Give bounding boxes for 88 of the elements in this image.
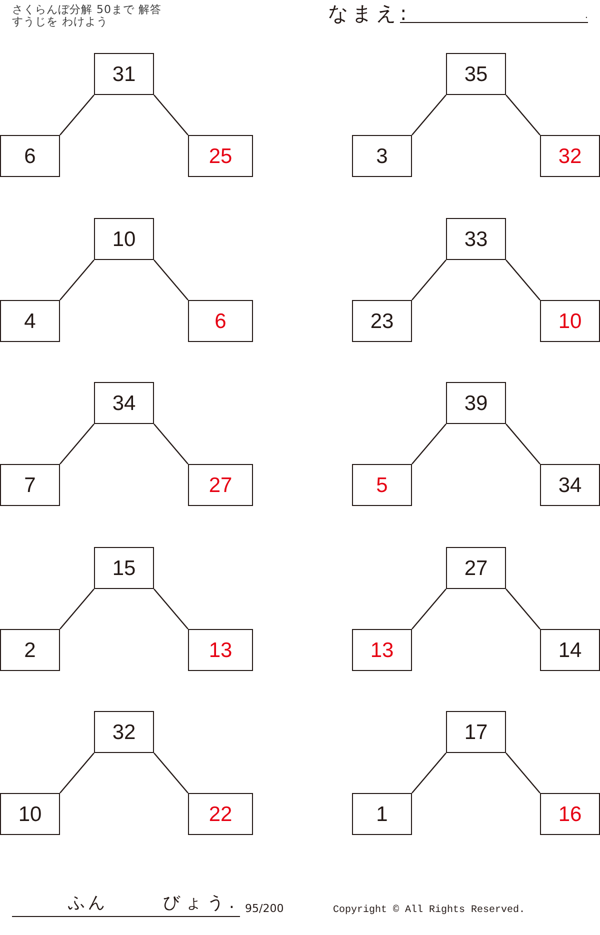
- page-number: 95/200: [245, 903, 284, 916]
- number-box: [188, 629, 253, 671]
- minutes-label: ふん: [68, 894, 108, 914]
- number-text: 25: [208, 146, 232, 166]
- connector-line: [412, 752, 446, 794]
- number-text: 10: [558, 310, 582, 332]
- worksheet-title: さくらんぼ分解 50まで 解答: [12, 3, 162, 16]
- number-text: 31: [112, 64, 136, 84]
- name-label: なまえ:: [328, 2, 411, 25]
- number-box: [540, 464, 600, 506]
- number-text: 2: [24, 640, 36, 660]
- connector-line: [506, 260, 540, 300]
- number-text: 27: [208, 474, 232, 496]
- number-box: [352, 464, 412, 506]
- connector-line: [412, 260, 446, 300]
- number-text: 34: [112, 392, 136, 414]
- subtitle-text: すうじを わけよう: [12, 16, 108, 29]
- number-box: [352, 135, 412, 177]
- number-box: [94, 382, 154, 424]
- number-box: [0, 464, 60, 506]
- number-text: 16: [558, 804, 582, 824]
- number-text: 14: [558, 640, 582, 660]
- number-text: 10: [18, 804, 42, 824]
- number-box: [446, 53, 506, 95]
- connector-line: [412, 588, 446, 630]
- number-text: 13: [208, 640, 232, 660]
- seconds-label: びょう.: [163, 894, 240, 914]
- number-text: 13: [370, 640, 394, 660]
- number-box: [352, 793, 412, 835]
- number-box: [0, 793, 60, 835]
- number-text: 15: [112, 558, 136, 578]
- number-text: 35: [464, 64, 488, 84]
- number-text: 3: [376, 146, 388, 166]
- number-box: [540, 135, 600, 177]
- connector-line: [506, 424, 540, 464]
- connector-line: [506, 752, 540, 794]
- number-text: 17: [464, 722, 488, 742]
- number-text: 22: [208, 804, 232, 824]
- connector-line: [412, 94, 446, 136]
- number-text: 34: [558, 474, 582, 496]
- copyright-text: Copyright © All Rights Reserved.: [333, 905, 526, 916]
- connector-line: [60, 260, 94, 300]
- number-box: [352, 300, 412, 342]
- period-mark: .: [585, 11, 588, 22]
- number-text: 1: [376, 804, 388, 824]
- number-box: [94, 218, 154, 260]
- connector-line: [60, 752, 94, 794]
- number-box: [188, 793, 253, 835]
- number-text: 4: [24, 310, 36, 332]
- connector-line: [154, 424, 188, 464]
- number-box: [446, 382, 506, 424]
- number-box: [188, 300, 253, 342]
- number-box: [540, 793, 600, 835]
- number-box: [446, 711, 506, 753]
- number-text: 39: [464, 392, 488, 414]
- number-text: 6: [24, 146, 36, 166]
- connector-line: [154, 260, 188, 300]
- connector-line: [154, 94, 188, 136]
- number-text: 6: [214, 310, 226, 332]
- number-box: [446, 547, 506, 589]
- connector-line: [60, 588, 94, 630]
- number-box: [188, 464, 253, 506]
- connector-line: [506, 588, 540, 630]
- connector-line: [60, 94, 94, 136]
- number-text: 10: [112, 228, 136, 250]
- number-text: 7: [24, 474, 36, 496]
- number-text: 32: [112, 722, 136, 742]
- number-box: [352, 629, 412, 671]
- number-box: [94, 53, 154, 95]
- number-text: 32: [558, 146, 582, 166]
- number-text: 33: [464, 228, 488, 250]
- number-box: [0, 135, 60, 177]
- number-box: [0, 300, 60, 342]
- number-text: 5: [376, 474, 388, 496]
- number-box: [188, 135, 253, 177]
- number-box: [0, 629, 60, 671]
- connector-line: [154, 752, 188, 794]
- connector-line: [506, 94, 540, 136]
- number-box: [446, 218, 506, 260]
- connector-line: [154, 588, 188, 630]
- connector-line: [412, 424, 446, 464]
- number-box: [94, 547, 154, 589]
- number-box: [540, 300, 600, 342]
- number-box: [94, 711, 154, 753]
- number-text: 23: [370, 310, 394, 332]
- number-text: 27: [464, 558, 488, 578]
- connector-line: [60, 424, 94, 464]
- number-box: [540, 629, 600, 671]
